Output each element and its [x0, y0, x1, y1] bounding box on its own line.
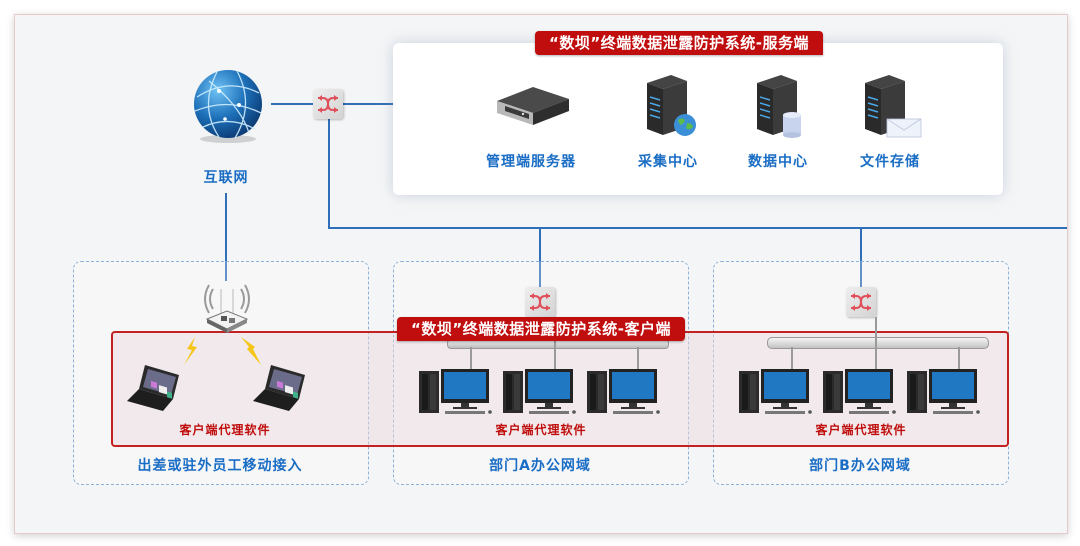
- agent-label-mobile: 客户端代理软件: [179, 423, 271, 437]
- drop-b-2: [875, 317, 877, 371]
- server-label-collection: 采集中心: [638, 154, 698, 170]
- desktop-computer-icon: [739, 369, 815, 415]
- desktop-computer-icon: [823, 369, 899, 415]
- department-a-switch-icon: [525, 287, 555, 317]
- link-backbone: [328, 227, 1067, 229]
- diagram-canvas: 互联网 管理端服务器 采: [14, 14, 1068, 534]
- server-label-file-storage: 文件存储: [860, 154, 920, 170]
- link-internet-switch: [271, 103, 313, 105]
- desktop-computer-icon: [419, 369, 495, 415]
- wireless-router-icon: [201, 281, 253, 335]
- link-core-switch-down: [328, 117, 330, 229]
- laptop-icon: [127, 361, 187, 413]
- core-switch-icon: [313, 89, 343, 119]
- management-server-icon: [493, 81, 573, 129]
- zone-label-department-b: 部门B办公网域: [809, 458, 911, 474]
- desktop-computer-icon: [503, 369, 579, 415]
- link-switch-server-panel: [343, 103, 395, 105]
- drop-a-3: [637, 347, 639, 371]
- zone-label-department-a: 部门A办公网域: [489, 458, 591, 474]
- desktop-computer-icon: [907, 369, 983, 415]
- wireless-signal-icon-right: [239, 337, 263, 365]
- collection-server-icon: [643, 73, 699, 141]
- server-side-banner: “数坝”终端数据泄露防护系统-服务端: [535, 31, 823, 55]
- department-b-bus: [767, 337, 989, 349]
- file-storage-server-icon: [861, 73, 925, 141]
- agent-label-department-b: 客户端代理软件: [815, 423, 907, 437]
- link-backbone-dept-a: [539, 227, 541, 287]
- drop-a-2: [554, 317, 556, 371]
- link-backbone-dept-b: [860, 227, 862, 287]
- server-label-data-center: 数据中心: [748, 154, 808, 170]
- internet-label: 互联网: [203, 170, 249, 186]
- department-b-switch-icon: [846, 287, 876, 317]
- agent-label-department-a: 客户端代理软件: [495, 423, 587, 437]
- link-internet-wifi: [225, 193, 227, 281]
- globe-icon: [189, 67, 267, 145]
- drop-a-1: [470, 347, 472, 371]
- drop-b-1: [791, 347, 793, 371]
- zone-label-mobile-access: 出差或驻外员工移动接入: [137, 458, 303, 474]
- laptop-icon: [253, 361, 313, 413]
- drop-b-3: [958, 347, 960, 371]
- server-side-panel: 管理端服务器 采集中心 数据中: [393, 43, 1003, 195]
- database-server-icon: [753, 73, 809, 141]
- client-side-banner: “数坝”终端数据泄露防护系统-客户端: [397, 317, 685, 341]
- desktop-computer-icon: [587, 369, 663, 415]
- server-label-management: 管理端服务器: [486, 154, 576, 170]
